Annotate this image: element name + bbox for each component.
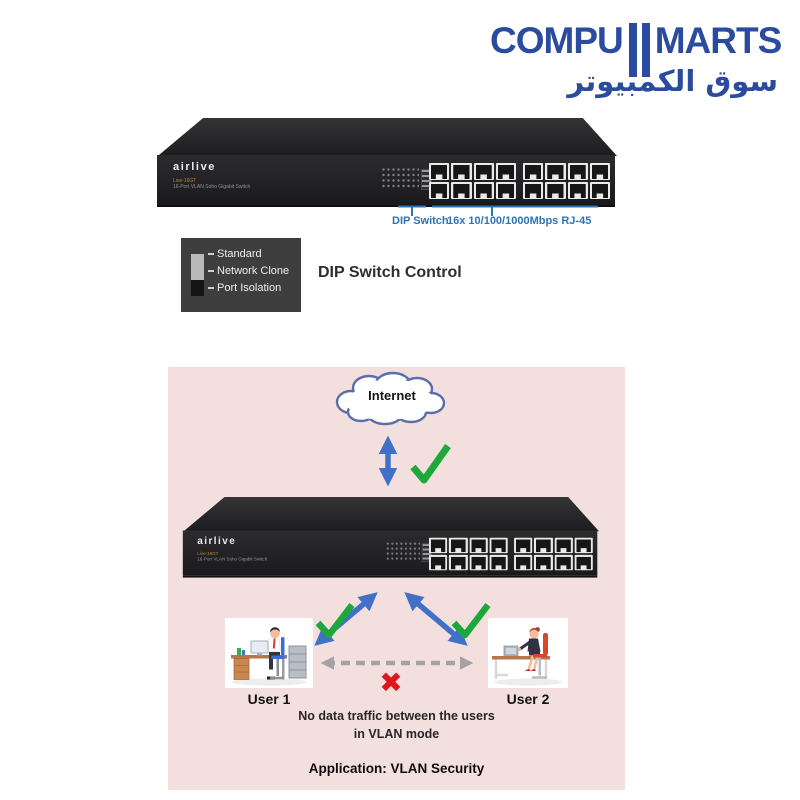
switch-diagram-image: airlive Live-16GT 16-Port VLAN Soho Giga… (181, 497, 600, 578)
logo-bar (628, 23, 637, 77)
logo-text-marts: MARTS (654, 20, 783, 61)
network-switch: airlive Live-16GT 16-Port VLAN Soho Giga… (181, 497, 600, 578)
rj45-port (473, 163, 494, 180)
internet-label: Internet (368, 388, 416, 403)
rj45-port-group (523, 163, 610, 199)
application-label: Application: VLAN Security (308, 761, 485, 776)
rj45-port (554, 537, 573, 554)
rj45-port (451, 182, 472, 199)
rj45-port (574, 554, 593, 571)
switch-brand-block: airlive Live-16GT 16-Port VLAN Soho Giga… (173, 161, 250, 190)
tick-mark (208, 253, 214, 256)
tick-mark (208, 287, 214, 290)
logo-bar (641, 23, 650, 77)
switch-front-panel: airlive Live-16GT 16-Port VLAN Soho Giga… (182, 530, 598, 578)
rj45-port (545, 163, 566, 180)
logo-text-compu: COMPU (490, 20, 624, 61)
rj45-port (449, 537, 468, 554)
rj45-port-group (429, 163, 516, 199)
rj45-port (429, 182, 450, 199)
airlive-brand-text: airlive (197, 535, 237, 547)
dip-option-port-isolation: Port Isolation (208, 282, 281, 295)
caption-line2: in VLAN mode (353, 727, 440, 741)
switch-model-text: Live-16GT (173, 178, 197, 184)
rj45-port (489, 554, 508, 571)
rj45-port (567, 163, 588, 180)
rj45-port (534, 554, 553, 571)
switch-model-text: Live-16GT (197, 551, 219, 557)
rj45-port (428, 554, 448, 571)
led-indicators (382, 168, 419, 190)
callout-ports-label: 16x 10/100/1000Mbps RJ-45 (447, 215, 592, 227)
rj45-port (495, 182, 516, 199)
dip-option-standard: Standard (208, 248, 262, 261)
check-icon (451, 603, 491, 639)
rj45-port (489, 537, 508, 554)
rj45-port (523, 182, 544, 199)
dip-option-network-clone: Network Clone (208, 265, 289, 278)
rj45-port (469, 554, 488, 571)
rj45-port (523, 163, 544, 180)
rj45-port (545, 182, 566, 199)
blocked-cross-icon: ✖ (379, 666, 403, 699)
user2-card (488, 618, 568, 688)
rj45-port (534, 537, 553, 554)
switch-front-panel: airlive Live-16GT 16-Port VLAN Soho Giga… (157, 155, 615, 207)
switch-subtitle-text: 16-Port VLAN Soho Gigabit Switch (173, 184, 251, 190)
rj45-port (589, 182, 610, 199)
led-indicators (386, 542, 420, 563)
rj45-port (589, 163, 610, 180)
rj45-port (429, 163, 450, 180)
switch-subtitle-text: 16-Port VLAN Soho Gigabit Switch (197, 556, 268, 563)
user1-label: User 1 (247, 691, 291, 707)
check-icon (315, 603, 355, 639)
rj45-port (554, 554, 573, 571)
logo-bars-icon (628, 23, 650, 77)
rj45-port (574, 537, 593, 554)
switch-top-face (157, 118, 617, 156)
rj45-port (469, 537, 488, 554)
vlan-application-diagram: Internet airlive Li (168, 367, 625, 790)
rj45-port-group (428, 537, 508, 571)
caption-line1: No data traffic between the users (298, 709, 495, 723)
rj45-port (514, 554, 533, 571)
internet-cloud-icon (335, 371, 446, 426)
callout-bracket-lines (398, 205, 598, 216)
tick-mark (208, 270, 214, 273)
dip-slider-icon (191, 254, 204, 296)
user1-card (225, 618, 313, 688)
rj45-port (449, 554, 468, 571)
user2-switch-arrow (404, 592, 468, 646)
network-switch: airlive Live-16GT 16-Port VLAN Soho Giga… (155, 118, 617, 207)
rj45-port (473, 182, 494, 199)
dip-control-title: DIP Switch Control (318, 264, 462, 281)
compumarts-logo: COMPU MARTS سوق الكمبيوتر (490, 20, 783, 99)
rj45-port (428, 537, 448, 554)
user1-switch-arrow (314, 592, 378, 646)
rj45-port (451, 163, 472, 180)
switch-brand-block: airlive Live-16GT 16-Port VLAN Soho Giga… (197, 536, 267, 562)
check-icon (410, 443, 451, 484)
rj45-port (514, 537, 533, 554)
logo-latin-row: COMPU MARTS (490, 20, 783, 77)
rj45-port (495, 163, 516, 180)
dip-control-box: Standard Network Clone Port Isolation (181, 238, 301, 312)
callout-dip-switch-label: DIP Switch (392, 215, 449, 227)
rj45-port (567, 182, 588, 199)
user2-illustration (492, 627, 562, 686)
switch-product-image: airlive Live-16GT 16-Port VLAN Soho Giga… (155, 118, 617, 207)
switch-top-face (183, 497, 600, 532)
user2-label: User 2 (506, 691, 550, 707)
rj45-port-group (514, 537, 593, 571)
user1-illustration (231, 627, 307, 686)
logo-arabic-text: سوق الكمبيوتر (567, 64, 778, 98)
airlive-brand-text: airlive (173, 161, 217, 173)
